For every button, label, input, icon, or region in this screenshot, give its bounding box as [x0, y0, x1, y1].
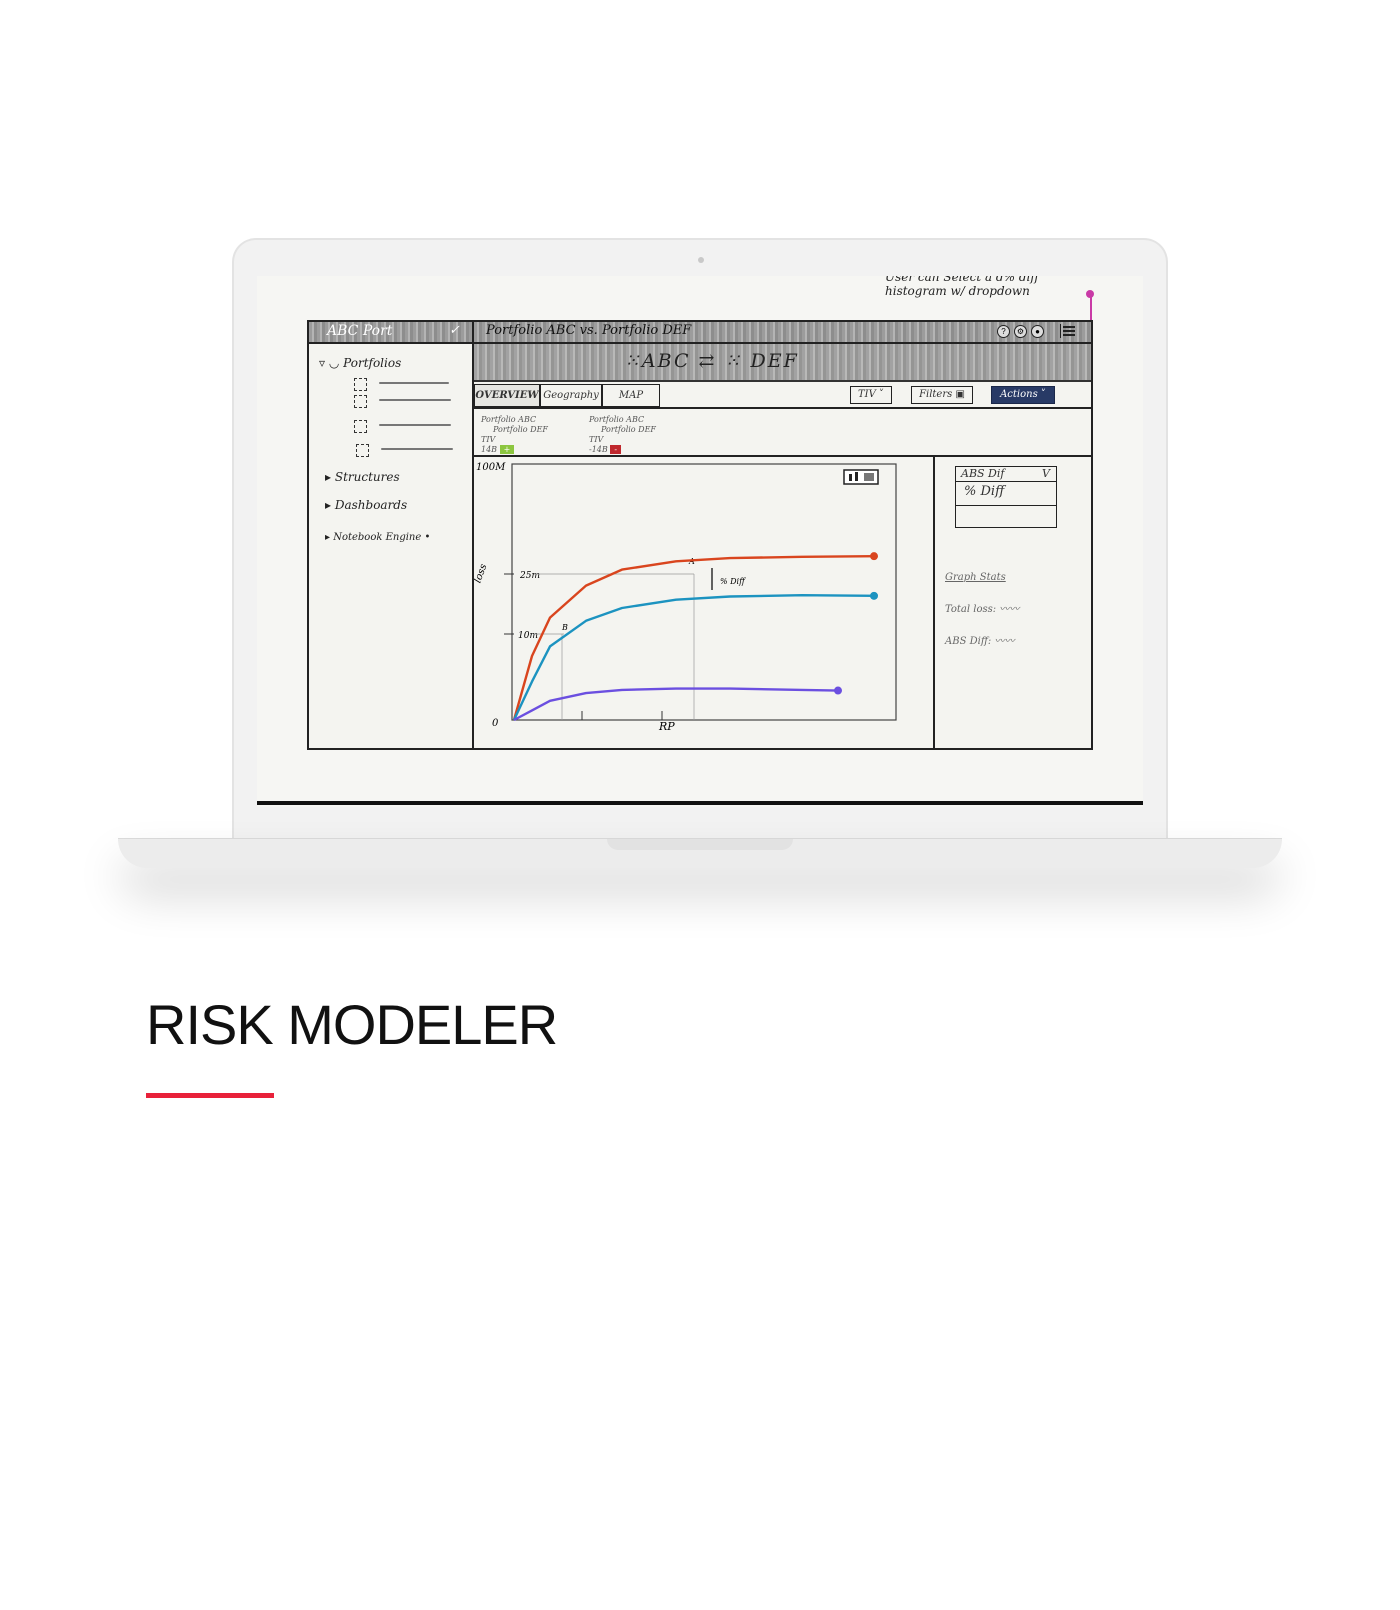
- chevron-down-icon[interactable]: V: [1042, 467, 1050, 480]
- triangle-down-icon: ▿ ◡: [319, 356, 340, 370]
- y-top-label: 100M: [476, 462, 506, 473]
- chevron-down-icon[interactable]: ✓: [449, 323, 460, 338]
- menu-icon[interactable]: [1060, 324, 1077, 338]
- summary-card-def: Portfolio ABC Portfolio DEF TIV -14B -: [589, 415, 656, 454]
- actions-button[interactable]: Actions ˅: [991, 386, 1055, 404]
- sidebar-item-dashboards[interactable]: ▸ Dashboards: [325, 498, 408, 512]
- grid-icon: ⁙: [624, 350, 642, 372]
- y-axis-label: loss: [474, 563, 489, 585]
- y-tick-label: 0: [492, 718, 499, 729]
- summary-card-abc: Portfolio ABC Portfolio DEF TIV 14B +: [481, 415, 548, 454]
- tab-bar: OVERVIEW Geography MAP: [474, 384, 674, 408]
- x-axis-label: RP: [658, 720, 675, 733]
- filter-icon: ▣: [955, 389, 965, 400]
- portfolio-item[interactable]: [379, 424, 451, 426]
- portfolio-icon: [354, 378, 367, 391]
- portfolio-icon: [354, 395, 367, 408]
- camera-dot: [698, 257, 704, 263]
- series-endpoint-0: [870, 552, 878, 561]
- page-title: RISK MODELER: [146, 993, 558, 1056]
- portfolio-item[interactable]: [379, 399, 451, 401]
- point-label-b: B: [561, 623, 568, 632]
- abs-diff-label: ABS Diff: 〰〰: [945, 636, 1015, 647]
- wireframe-app: ABC Port ✓ ▿ ◡ Portfolios ▸ Structures ▸…: [307, 320, 1093, 750]
- header-bar: Portfolio ABC vs. Portfolio DEF ? ⚙ ●: [474, 322, 1091, 344]
- sidebar-divider: [472, 322, 474, 750]
- panel-divider: [933, 456, 935, 750]
- ep-curve-chart: 100M loss RP 25m 10m 0 A B % Diff: [474, 462, 897, 733]
- diff-mode-options: % Diff: [955, 482, 1057, 528]
- diff-label: % Diff: [720, 577, 746, 586]
- tabs-divider: [474, 407, 1091, 409]
- total-loss-label: Total loss: 〰〰: [945, 604, 1020, 615]
- series-line-2: [513, 687, 839, 722]
- settings-icon[interactable]: ⚙: [1014, 325, 1027, 338]
- grid-icon: ⁙: [724, 350, 743, 372]
- delta-badge: -: [610, 445, 622, 454]
- y-tick-label: 10m: [518, 631, 538, 641]
- series-line-1: [512, 593, 875, 721]
- portfolio-item[interactable]: [381, 448, 453, 450]
- laptop-notch: [607, 839, 793, 850]
- portfolio-item[interactable]: [379, 382, 449, 384]
- delta-badge: +: [499, 445, 515, 454]
- series-endpoint-2: [834, 686, 842, 695]
- graph-stats-heading: Graph Stats: [945, 572, 1006, 583]
- series-layer: [512, 552, 878, 722]
- option-percent-diff[interactable]: % Diff: [964, 484, 1005, 499]
- tiv-dropdown[interactable]: TIV ˅: [850, 386, 892, 404]
- plot-frame: [511, 463, 897, 721]
- compare-bar: ⁙ABC ⇄ ⁙ DEF: [474, 344, 1091, 382]
- sidebar-item-portfolios[interactable]: ▿ ◡ Portfolios: [319, 356, 402, 370]
- tab-map[interactable]: MAP: [602, 384, 660, 407]
- chart-type-icon[interactable]: [843, 469, 879, 485]
- series-endpoint-1: [870, 591, 878, 600]
- header-title: Portfolio ABC vs. Portfolio DEF: [486, 323, 692, 338]
- filters-button[interactable]: Filters ▣: [911, 386, 973, 404]
- compare-title: ⁙ABC ⇄ ⁙ DEF: [624, 350, 799, 372]
- portfolio-icon: [356, 444, 369, 457]
- title-underline: [146, 1093, 274, 1098]
- tab-overview[interactable]: OVERVIEW: [474, 384, 540, 407]
- laptop-screen: User can Select a d% diff histogram w/ d…: [257, 276, 1143, 807]
- option-divider: [956, 505, 1056, 506]
- screen-bezel-line: [257, 801, 1143, 805]
- tab-geography[interactable]: Geography: [540, 384, 602, 407]
- user-icon[interactable]: ●: [1031, 325, 1044, 338]
- sidebar-header[interactable]: ABC Port ✓: [309, 322, 472, 344]
- sidebar-item-structures[interactable]: ▸ Structures: [325, 470, 400, 484]
- annotation-note: User can Select a d% diff histogram w/ d…: [885, 276, 1039, 298]
- y-tick-label: 25m: [519, 571, 540, 581]
- summary-divider: [474, 455, 1091, 457]
- swap-icon[interactable]: ⇄: [698, 350, 717, 372]
- sidebar-item-notebook-engine[interactable]: ▸ Notebook Engine •: [325, 532, 431, 543]
- series-line-0: [512, 555, 875, 721]
- diff-mode-dropdown[interactable]: ABS Dif V: [955, 466, 1057, 482]
- portfolio-icon: [354, 420, 367, 433]
- help-icon[interactable]: ?: [997, 325, 1010, 338]
